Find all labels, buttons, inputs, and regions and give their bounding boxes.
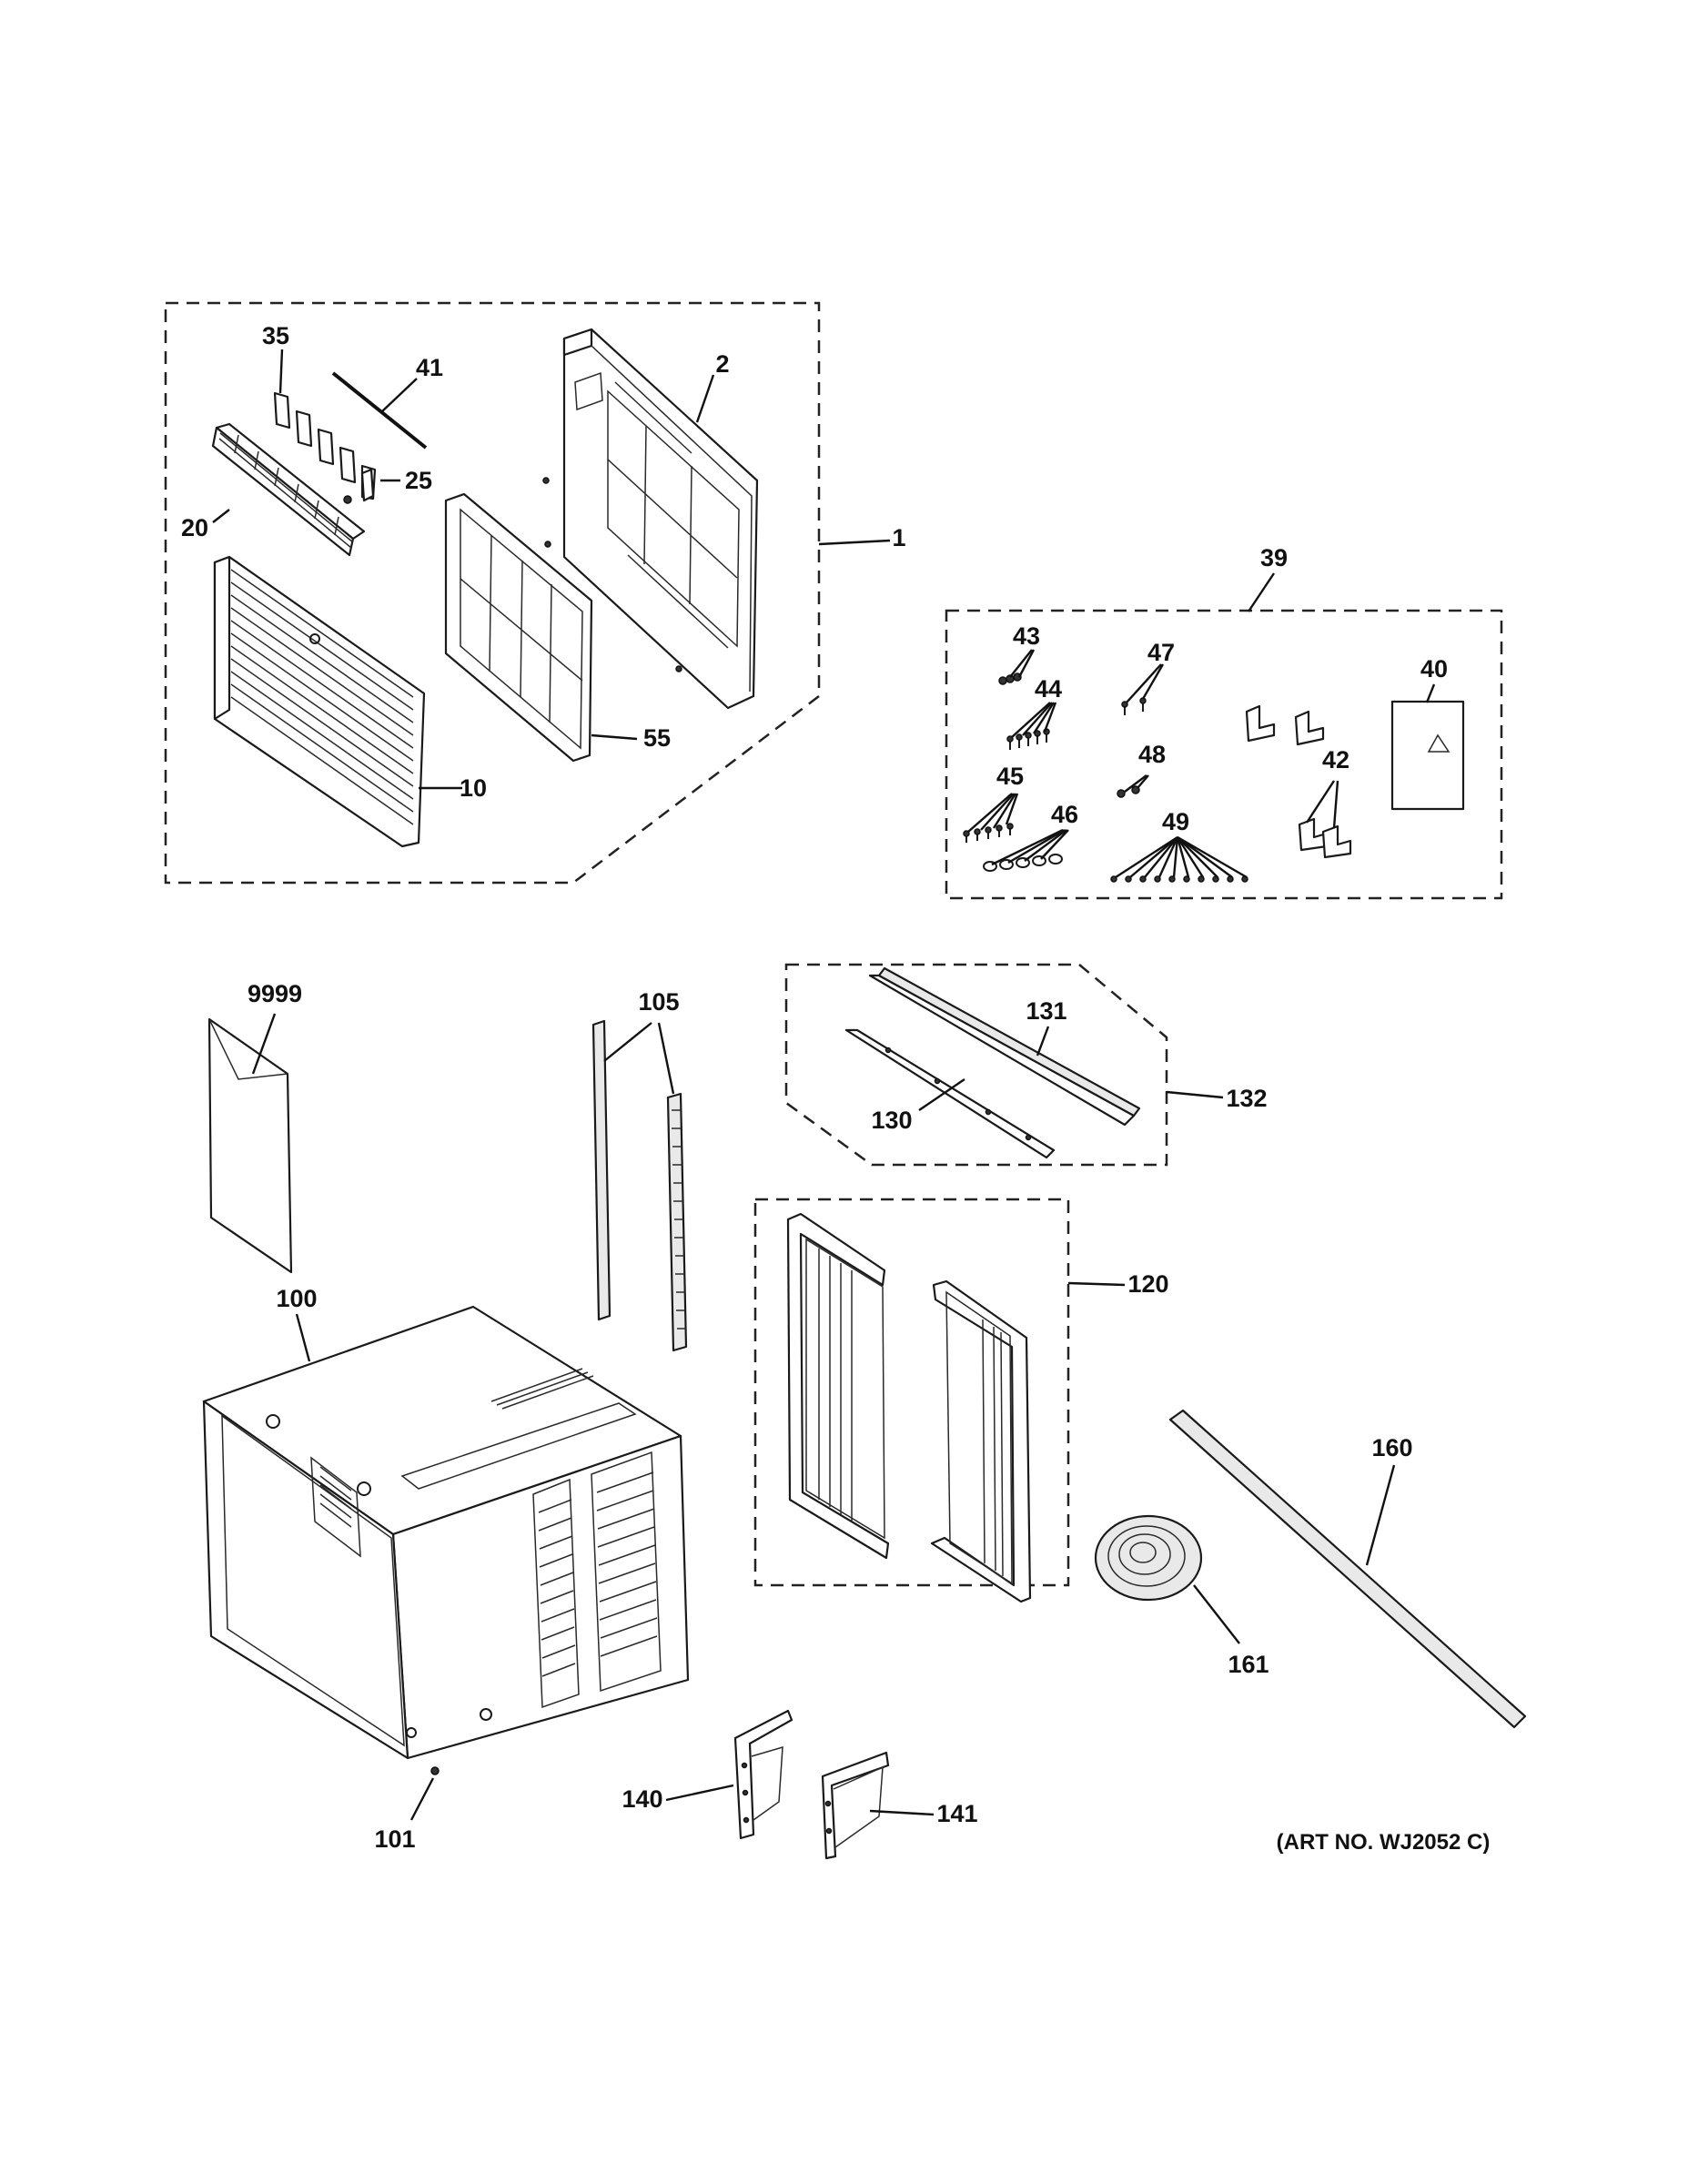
- part-160-seal-strip: 160: [1168, 1409, 1527, 1729]
- callout-130: 130: [871, 1107, 912, 1134]
- callout-42: 42: [1322, 746, 1349, 774]
- callout-1: 1: [892, 524, 905, 551]
- callout-35: 35: [262, 322, 289, 349]
- group-39-callouts: 39 43 47 40 44 48 42 45 46 49: [967, 544, 1448, 879]
- group-1-callouts: 35 41 2 25 20 1 55 10: [181, 322, 906, 802]
- callout-120: 120: [1127, 1270, 1168, 1298]
- callout-161: 161: [1228, 1651, 1269, 1678]
- group-39-hardware: [963, 672, 1465, 883]
- part-120-side-curtains: [786, 1212, 1032, 1603]
- callout-46: 46: [1051, 801, 1078, 828]
- callout-105: 105: [638, 988, 679, 1016]
- callout-132: 132: [1226, 1085, 1267, 1112]
- callout-40: 40: [1420, 655, 1448, 682]
- group-1-boundary: [164, 301, 821, 885]
- group-39-boundary: [945, 609, 1503, 900]
- part-55-filter: [444, 492, 593, 763]
- art-number: (ART NO. WJ2052 C): [1277, 1830, 1491, 1855]
- callout-39: 39: [1260, 544, 1288, 571]
- callout-49: 49: [1162, 808, 1189, 835]
- part-41-rod: [331, 371, 428, 450]
- part-105-side-seals: 105: [591, 988, 688, 1352]
- callout-100: 100: [276, 1285, 317, 1312]
- callout-160: 160: [1371, 1434, 1412, 1461]
- callout-41: 41: [416, 354, 443, 381]
- callout-141: 141: [936, 1800, 977, 1827]
- part-141-bracket: 141: [821, 1751, 978, 1860]
- part-140-bracket: 140: [622, 1709, 793, 1840]
- callout-101: 101: [374, 1825, 415, 1853]
- part-20-louver-grille: [211, 422, 366, 557]
- callout-48: 48: [1138, 741, 1166, 768]
- callout-44: 44: [1035, 675, 1062, 703]
- parts-130-131-rails: [844, 966, 1141, 1159]
- part-10-front-grille: [213, 555, 426, 848]
- part-100-cabinet: [202, 1305, 690, 1760]
- callout-20: 20: [181, 514, 208, 541]
- group-120-boundary: [753, 1198, 1070, 1587]
- part-161-foam-roll: 161: [1094, 1514, 1269, 1678]
- callout-100-group: 100: [276, 1285, 318, 1362]
- callout-140: 140: [622, 1785, 662, 1813]
- callout-2: 2: [715, 350, 729, 378]
- part-9999-literature: 9999: [207, 980, 302, 1274]
- callout-9999: 9999: [248, 980, 302, 1007]
- callout-55: 55: [643, 724, 671, 752]
- part-25-link: [343, 468, 375, 504]
- group-120-callouts: 120: [1067, 1270, 1169, 1298]
- group-132-callouts: 131 130 132: [871, 997, 1267, 1134]
- group-132-boundary: [784, 963, 1168, 1167]
- callout-43: 43: [1013, 622, 1040, 650]
- part-2-front-frame: [542, 328, 759, 710]
- part-101-screw: 101: [374, 1766, 440, 1853]
- callout-45: 45: [996, 763, 1024, 790]
- callout-10: 10: [460, 774, 487, 802]
- callout-47: 47: [1147, 639, 1175, 666]
- callout-131: 131: [1026, 997, 1066, 1025]
- callout-25: 25: [405, 467, 432, 494]
